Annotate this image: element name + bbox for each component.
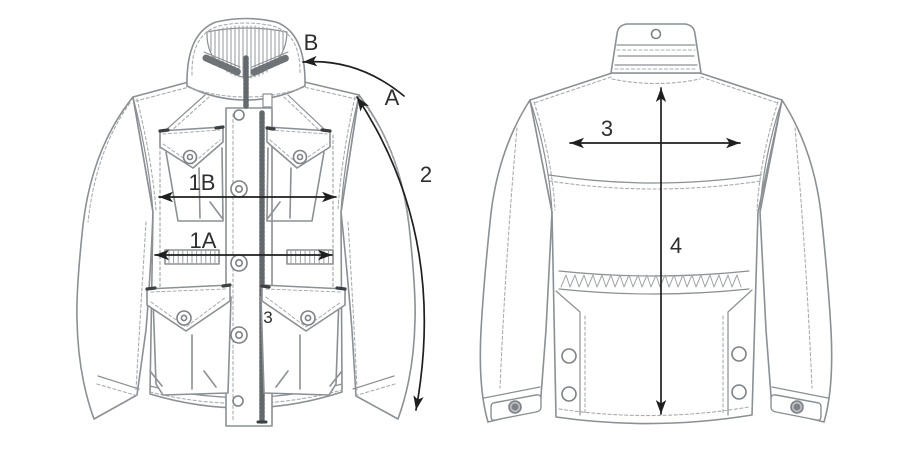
label-center-back-length: 4: [670, 233, 682, 258]
front-placket: [225, 107, 273, 427]
collar-eyelet: [650, 28, 662, 40]
collar-stitch-tape: [202, 54, 290, 76]
label-chest-width: 1B: [189, 170, 216, 195]
elastic-waistband: [558, 270, 750, 295]
back-collar: [610, 23, 702, 74]
collar-pointer-arrow: [302, 55, 405, 97]
sleeve-length-arrow: [356, 96, 426, 411]
label-pocket-point: 3: [263, 308, 272, 327]
measurement-annotations: B A 2 1B 1A 3 3 4: [154, 30, 741, 415]
chest-width-arrow: [158, 191, 337, 203]
flap-corner-stitches: [145, 125, 347, 291]
label-waist-width: 1A: [190, 228, 217, 253]
waist-width-arrow: [154, 249, 333, 261]
label-back-shoulder-width: 3: [601, 116, 613, 141]
back-length-arrow: [655, 87, 667, 415]
zipper-pull: [262, 93, 273, 108]
label-collar-point: B: [304, 30, 319, 55]
back-yoke-seam: [548, 174, 762, 184]
back-sleeves: [479, 99, 833, 423]
back-torso: [529, 72, 783, 425]
chest-pockets: [159, 126, 331, 222]
front-collar: [186, 17, 306, 109]
label-sleeve-length: 2: [420, 162, 432, 187]
back-shoulder-width-arrow: [569, 137, 741, 149]
back-view-drawing: [479, 23, 833, 425]
waist-drawcord-tabs: [164, 249, 334, 265]
lower-pockets: [146, 284, 346, 396]
front-sleeves: [76, 94, 416, 420]
label-shoulder-point: A: [385, 85, 400, 110]
front-snap-buttons: [230, 180, 248, 407]
front-view-drawing: [76, 17, 416, 427]
back-side-vents: [555, 289, 753, 417]
